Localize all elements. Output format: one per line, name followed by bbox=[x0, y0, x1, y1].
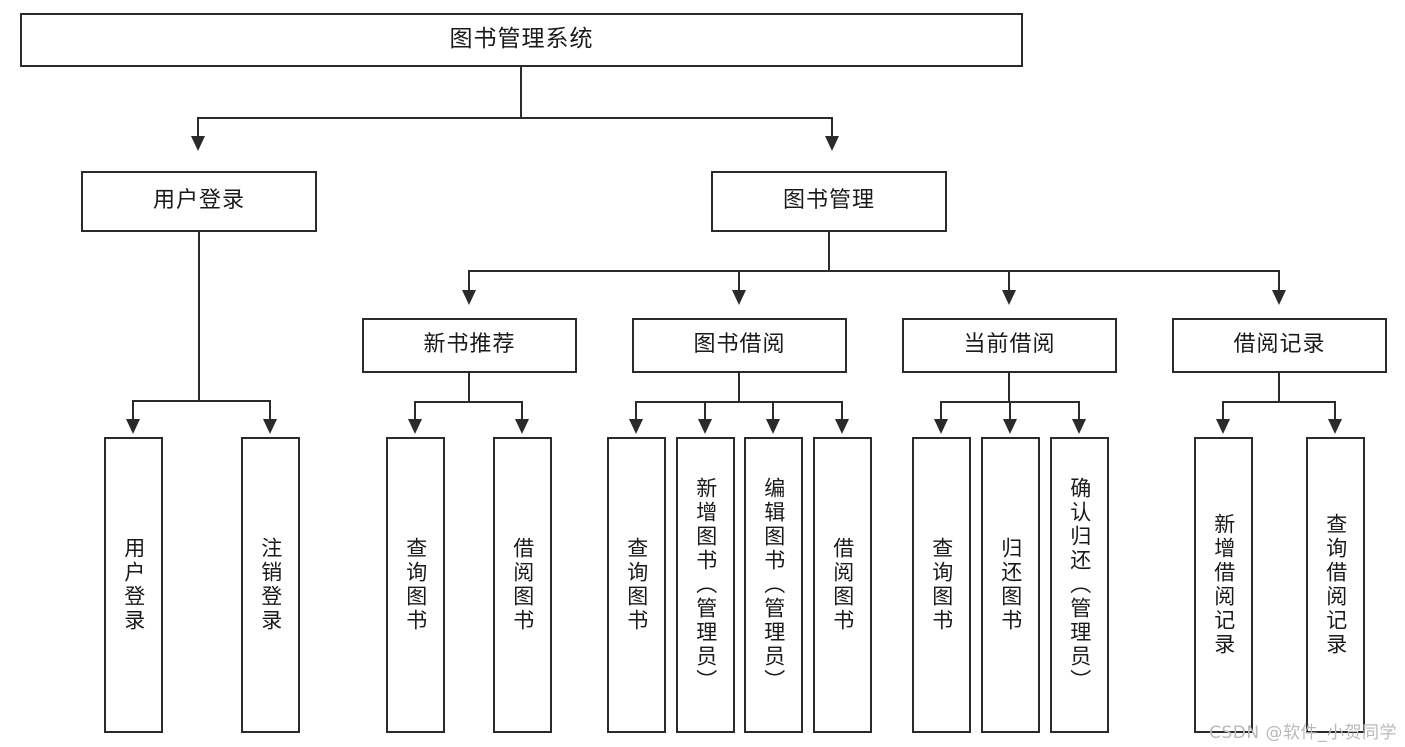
arrowhead-leaf-bb-edit-book bbox=[766, 419, 780, 434]
connector-root-to-user-login bbox=[197, 117, 199, 138]
node-label: 确认归还（管理员） bbox=[1067, 477, 1092, 693]
leaf-cb-confirm-return[interactable]: 确认归还（管理员） bbox=[1050, 437, 1109, 733]
connector-bb-child-3 bbox=[772, 401, 774, 422]
connector-borrow-record-bus bbox=[1222, 401, 1336, 403]
arrowhead-leaf-nbr-borrow-book bbox=[515, 419, 529, 434]
connector-book-manage-bus bbox=[468, 270, 1280, 272]
connector-br-child-2 bbox=[1334, 401, 1336, 422]
connector-user-login-stem bbox=[198, 232, 200, 402]
connector-bb-child-1 bbox=[635, 401, 637, 422]
arrowhead-book-manage bbox=[825, 136, 839, 151]
connector-nbr-child-2 bbox=[521, 401, 523, 422]
leaf-user-login[interactable]: 用户登录 bbox=[104, 437, 163, 733]
connector-book-borrow-bus bbox=[635, 401, 842, 403]
node-new-book-recommend[interactable]: 新书推荐 bbox=[362, 318, 577, 373]
connector-book-borrow-stem bbox=[738, 373, 740, 403]
arrowhead-new-book-recommend bbox=[462, 290, 476, 305]
connector-nbr-child-1 bbox=[414, 401, 416, 422]
connector-book-manage-child-3 bbox=[1008, 270, 1010, 292]
connector-root-bus bbox=[197, 117, 833, 119]
arrowhead-leaf-user-login bbox=[126, 419, 140, 434]
leaf-nbr-borrow-book[interactable]: 借阅图书 bbox=[493, 437, 552, 733]
arrowhead-borrow-record bbox=[1272, 290, 1286, 305]
connector-current-borrow-stem bbox=[1008, 373, 1010, 403]
connector-new-book-recommend-bus bbox=[414, 401, 523, 403]
node-book-manage[interactable]: 图书管理 bbox=[711, 171, 947, 232]
leaf-br-query-record[interactable]: 查询借阅记录 bbox=[1306, 437, 1365, 733]
node-label: 图书借阅 bbox=[693, 332, 786, 358]
node-label: 新增图书（管理员） bbox=[693, 477, 718, 693]
arrowhead-current-borrow bbox=[1002, 290, 1016, 305]
node-user-login[interactable]: 用户登录 bbox=[81, 171, 317, 232]
node-borrow-record[interactable]: 借阅记录 bbox=[1172, 318, 1387, 373]
leaf-bb-add-book[interactable]: 新增图书（管理员） bbox=[676, 437, 735, 733]
arrowhead-leaf-bb-add-book bbox=[698, 419, 712, 434]
connector-cb-child-2 bbox=[1009, 401, 1011, 422]
connector-cb-child-3 bbox=[1078, 401, 1080, 422]
arrowhead-leaf-bb-query-book bbox=[629, 419, 643, 434]
arrowhead-user-login bbox=[191, 136, 205, 151]
connector-user-login-child-1 bbox=[132, 400, 134, 421]
node-label: 查询图书 bbox=[624, 537, 649, 633]
connector-user-login-bus bbox=[132, 400, 269, 402]
connector-book-manage-child-4 bbox=[1278, 270, 1280, 292]
connector-br-child-1 bbox=[1222, 401, 1224, 422]
leaf-bb-query-book[interactable]: 查询图书 bbox=[607, 437, 666, 733]
leaf-bb-edit-book[interactable]: 编辑图书（管理员） bbox=[744, 437, 803, 733]
connector-borrow-record-stem bbox=[1278, 373, 1280, 403]
node-label: 用户登录 bbox=[121, 537, 146, 633]
arrowhead-leaf-bb-borrow-book bbox=[835, 419, 849, 434]
arrowhead-leaf-logout bbox=[263, 419, 277, 434]
arrowhead-leaf-cb-query-book bbox=[934, 419, 948, 434]
leaf-cb-query-book[interactable]: 查询图书 bbox=[912, 437, 971, 733]
node-label: 查询图书 bbox=[929, 537, 954, 633]
connector-cb-child-1 bbox=[940, 401, 942, 422]
arrowhead-leaf-cb-confirm-return bbox=[1072, 419, 1086, 434]
connector-root-to-book-manage bbox=[831, 117, 833, 138]
node-label: 用户登录 bbox=[152, 188, 245, 214]
connector-book-manage-stem bbox=[828, 232, 830, 272]
arrowhead-book-borrow bbox=[732, 290, 746, 305]
connector-bb-child-2 bbox=[704, 401, 706, 422]
node-label: 借阅图书 bbox=[830, 537, 855, 633]
connector-user-login-child-2 bbox=[269, 400, 271, 421]
arrowhead-leaf-br-add-record bbox=[1216, 419, 1230, 434]
leaf-bb-borrow-book[interactable]: 借阅图书 bbox=[813, 437, 872, 733]
leaf-cb-return-book[interactable]: 归还图书 bbox=[981, 437, 1040, 733]
watermark: CSDN @软件_小贺同学 bbox=[1209, 723, 1397, 743]
connector-new-book-recommend-stem bbox=[468, 373, 470, 403]
connector-book-manage-child-1 bbox=[468, 270, 470, 292]
arrowhead-leaf-nbr-query-book bbox=[408, 419, 422, 434]
connector-bb-child-4 bbox=[841, 401, 843, 422]
node-root-system[interactable]: 图书管理系统 bbox=[20, 13, 1023, 67]
node-label: 编辑图书（管理员） bbox=[761, 477, 786, 693]
node-current-borrow[interactable]: 当前借阅 bbox=[902, 318, 1117, 373]
node-label: 查询借阅记录 bbox=[1323, 513, 1348, 657]
node-book-borrow[interactable]: 图书借阅 bbox=[632, 318, 847, 373]
node-label: 归还图书 bbox=[998, 537, 1023, 633]
leaf-logout[interactable]: 注销登录 bbox=[241, 437, 300, 733]
node-label: 图书管理 bbox=[782, 188, 875, 214]
node-label: 图书管理系统 bbox=[449, 26, 594, 53]
arrowhead-leaf-cb-return-book bbox=[1003, 419, 1017, 434]
node-label: 注销登录 bbox=[258, 537, 283, 633]
leaf-nbr-query-book[interactable]: 查询图书 bbox=[386, 437, 445, 733]
node-label: 当前借阅 bbox=[963, 332, 1056, 358]
node-label: 借阅记录 bbox=[1233, 332, 1326, 358]
node-label: 查询图书 bbox=[403, 537, 428, 633]
arrowhead-leaf-br-query-record bbox=[1328, 419, 1342, 434]
node-label: 借阅图书 bbox=[510, 537, 535, 633]
node-label: 新书推荐 bbox=[423, 332, 516, 358]
node-label: 新增借阅记录 bbox=[1211, 513, 1236, 657]
connector-root-stem bbox=[520, 67, 522, 118]
connector-book-manage-child-2 bbox=[738, 270, 740, 292]
leaf-br-add-record[interactable]: 新增借阅记录 bbox=[1194, 437, 1253, 733]
